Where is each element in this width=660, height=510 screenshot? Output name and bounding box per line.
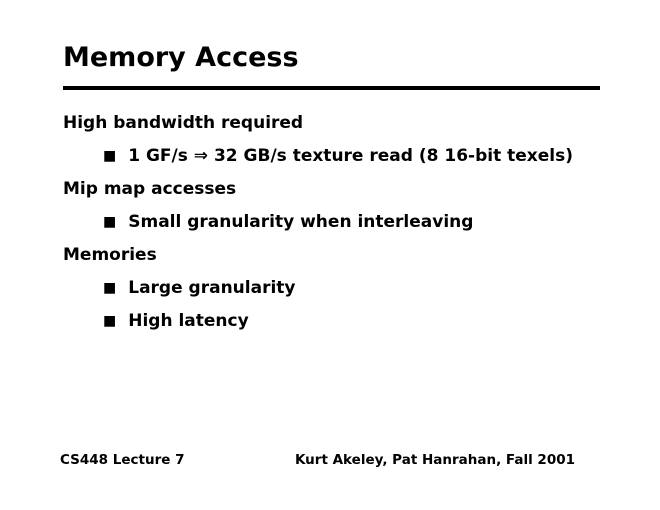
- bullet-square-icon: ■: [103, 214, 117, 230]
- content-line-bullet: ■ 1 GF/s ⇒ 32 GB/s texture read (8 16-bit…: [63, 140, 640, 173]
- content-line-heading: Memories: [63, 239, 640, 272]
- slide-body: High bandwidth required ■ 1 GF/s ⇒ 32 GB/…: [63, 107, 640, 338]
- bullet-text: High latency: [128, 311, 249, 331]
- content-line-heading: Mip map accesses: [63, 173, 640, 206]
- heading-text: Mip map accesses: [63, 179, 237, 199]
- content-line-bullet: ■ High latency: [63, 305, 640, 338]
- bullet-square-icon: ■: [103, 313, 117, 329]
- bullet-text: 1 GF/s ⇒ 32 GB/s texture read (8 16-bit …: [128, 146, 573, 166]
- content-line-heading: High bandwidth required: [63, 107, 640, 140]
- title-underline-rule: [63, 86, 600, 90]
- bullet-text: Large granularity: [128, 278, 296, 298]
- footer-course-label: CS448 Lecture 7: [60, 452, 185, 468]
- slide-title: Memory Access: [63, 42, 299, 73]
- bullet-text: Small granularity when interleaving: [128, 212, 474, 232]
- bullet-square-icon: ■: [103, 280, 117, 296]
- footer-authors-label: Kurt Akeley, Pat Hanrahan, Fall 2001: [294, 452, 575, 468]
- heading-text: Memories: [63, 245, 157, 265]
- bullet-square-icon: ■: [103, 148, 117, 164]
- content-line-bullet: ■ Large granularity: [63, 272, 640, 305]
- content-line-bullet: ■ Small granularity when interleaving: [63, 206, 640, 239]
- heading-text: High bandwidth required: [63, 113, 304, 133]
